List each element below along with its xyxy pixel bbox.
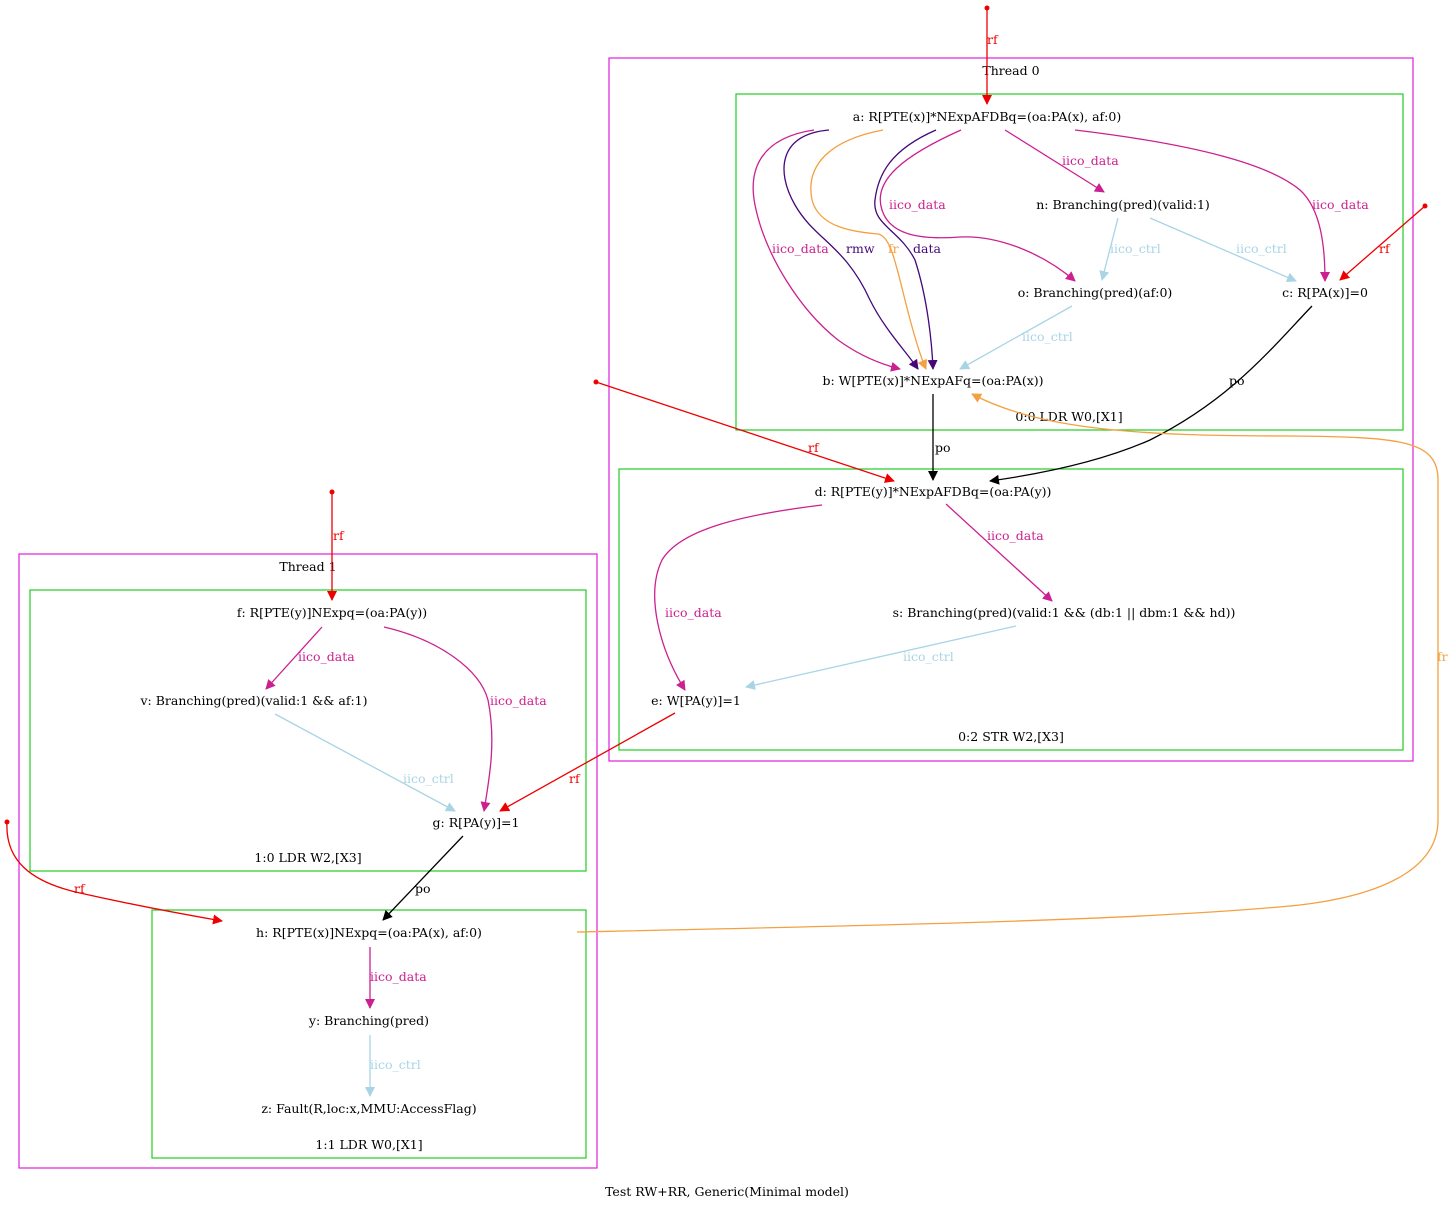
edge-label-ctrl-y-z: iico_ctrl (370, 1057, 421, 1072)
thread-1-label: Thread 1 (279, 559, 336, 574)
edge-iico-a-b (752, 129, 901, 372)
edge-po-c-d (989, 305, 1313, 485)
edge-label-po-b-d: po (935, 440, 951, 455)
edge-iico-a-c (1074, 129, 1330, 282)
graph-caption: Test RW+RR, Generic(Minimal model) (605, 1184, 849, 1199)
edge-rf-init-c (1339, 205, 1426, 281)
edge-label-rf-f: rf (333, 528, 345, 543)
edge-label-rmw: rmw (846, 241, 875, 256)
edge-label-iico-a-c: iico_data (1312, 197, 1369, 212)
node-h: h: R[PTE(x)]NExpq=(oa:PA(x), af:0) (256, 925, 482, 940)
edge-label-data: data (913, 241, 941, 256)
edge-iico-d-s (945, 503, 1053, 602)
edge-ctrl-n-c (1149, 217, 1297, 283)
edge-label-iico-d-s: iico_data (987, 528, 1044, 543)
thread-0-label: Thread 0 (982, 63, 1039, 78)
node-y: y: Branching(pred) (308, 1013, 429, 1028)
edge-label-iico-a-b: iico_data (772, 241, 829, 256)
instruction-label-0-0: 0:0 LDR W0,[X1] (1015, 409, 1122, 424)
instruction-label-1-1: 1:1 LDR W0,[X1] (315, 1137, 422, 1152)
instruction-cluster-1-1 (151, 909, 587, 1159)
instruction-cluster-0-0 (735, 93, 1404, 431)
thread-1-cluster (18, 553, 598, 1169)
edge-label-fr-h-b: fr (1437, 649, 1448, 664)
edge-iico-a-o (879, 129, 1076, 282)
edge-label-ctrl-v-g: iico_ctrl (403, 771, 454, 786)
node-n: n: Branching(pred)(valid:1) (1036, 197, 1210, 212)
edge-iico-f-g (383, 626, 493, 812)
node-o: o: Branching(pred)(af:0) (1018, 285, 1173, 300)
node-s: s: Branching(pred)(valid:1 && (db:1 || d… (893, 605, 1236, 620)
node-d: d: R[PTE(y)]*NExpAFDBq=(oa:PA(y)) (815, 484, 1052, 499)
edge-label-po-c-d: po (1229, 373, 1245, 388)
edge-iico-f-v (265, 626, 323, 690)
edge-rf-init-d (595, 381, 895, 483)
edge-label-iico-f-g: iico_data (490, 693, 547, 708)
edge-label-rf-c: rf (1379, 241, 1391, 256)
edge-rmw-a-b (783, 129, 919, 370)
edge-label-ctrl-n-o: iico_ctrl (1110, 241, 1161, 256)
instruction-cluster-0-2 (618, 468, 1404, 751)
instruction-label-0-2: 0:2 STR W2,[X3] (958, 729, 1064, 744)
edge-label-rf-h: rf (74, 881, 86, 896)
node-v: v: Branching(pred)(valid:1 && af:1) (139, 693, 367, 708)
edge-rf-e-g (499, 712, 676, 812)
edge-label-iico-a-o: iico_data (889, 197, 946, 212)
edge-ctrl-v-g (274, 713, 456, 812)
node-a: a: R[PTE(x)]*NExpAFDBq=(oa:PA(x), af:0) (853, 109, 1121, 124)
edge-rf-init-h (6, 821, 223, 925)
edge-label-iico-f-v: iico_data (298, 649, 355, 664)
node-c: c: R[PA(x)]=0 (1282, 285, 1368, 300)
edge-iico-d-e (654, 504, 823, 691)
edge-label-ctrl-o-b: iico_ctrl (1022, 329, 1073, 344)
edge-label-rf-d: rf (808, 440, 820, 455)
edge-data-a-b (874, 129, 938, 370)
edge-ctrl-o-b (959, 305, 1073, 370)
edge-ctrl-n-o (1099, 217, 1119, 281)
instruction-label-1-0: 1:0 LDR W2,[X3] (254, 850, 361, 865)
node-e: e: W[PA(y)]=1 (651, 693, 741, 708)
edge-fr-h-b (576, 393, 1439, 933)
node-z: z: Fault(R,loc:x,MMU:AccessFlag) (261, 1101, 476, 1116)
node-b: b: W[PTE(x)]*NExpAFq=(oa:PA(x)) (822, 373, 1043, 388)
edge-label-iico-a-n: iico_data (1062, 153, 1119, 168)
instruction-cluster-1-0 (29, 589, 587, 872)
edge-label-iico-h-y: iico_data (370, 969, 427, 984)
edge-label-ctrl-n-c: iico_ctrl (1236, 241, 1287, 256)
edge-ctrl-s-e (745, 625, 1017, 690)
edge-po-g-h (382, 835, 464, 921)
node-f: f: R[PTE(y)]NExpq=(oa:PA(y)) (237, 605, 427, 620)
edge-label-po-g-h: po (415, 881, 431, 896)
edge-label-fr-a-b: fr (888, 241, 899, 256)
node-g: g: R[PA(y)]=1 (433, 815, 520, 830)
edge-label-ctrl-s-e: iico_ctrl (903, 649, 954, 664)
thread-0-cluster (608, 57, 1414, 762)
edge-label-iico-d-e: iico_data (665, 605, 722, 620)
edge-fr-a-b (810, 129, 927, 370)
edge-label-rf-e-g: rf (569, 771, 581, 786)
edge-iico-a-n (1004, 129, 1105, 193)
edge-label-rf-a: rf (987, 32, 999, 47)
